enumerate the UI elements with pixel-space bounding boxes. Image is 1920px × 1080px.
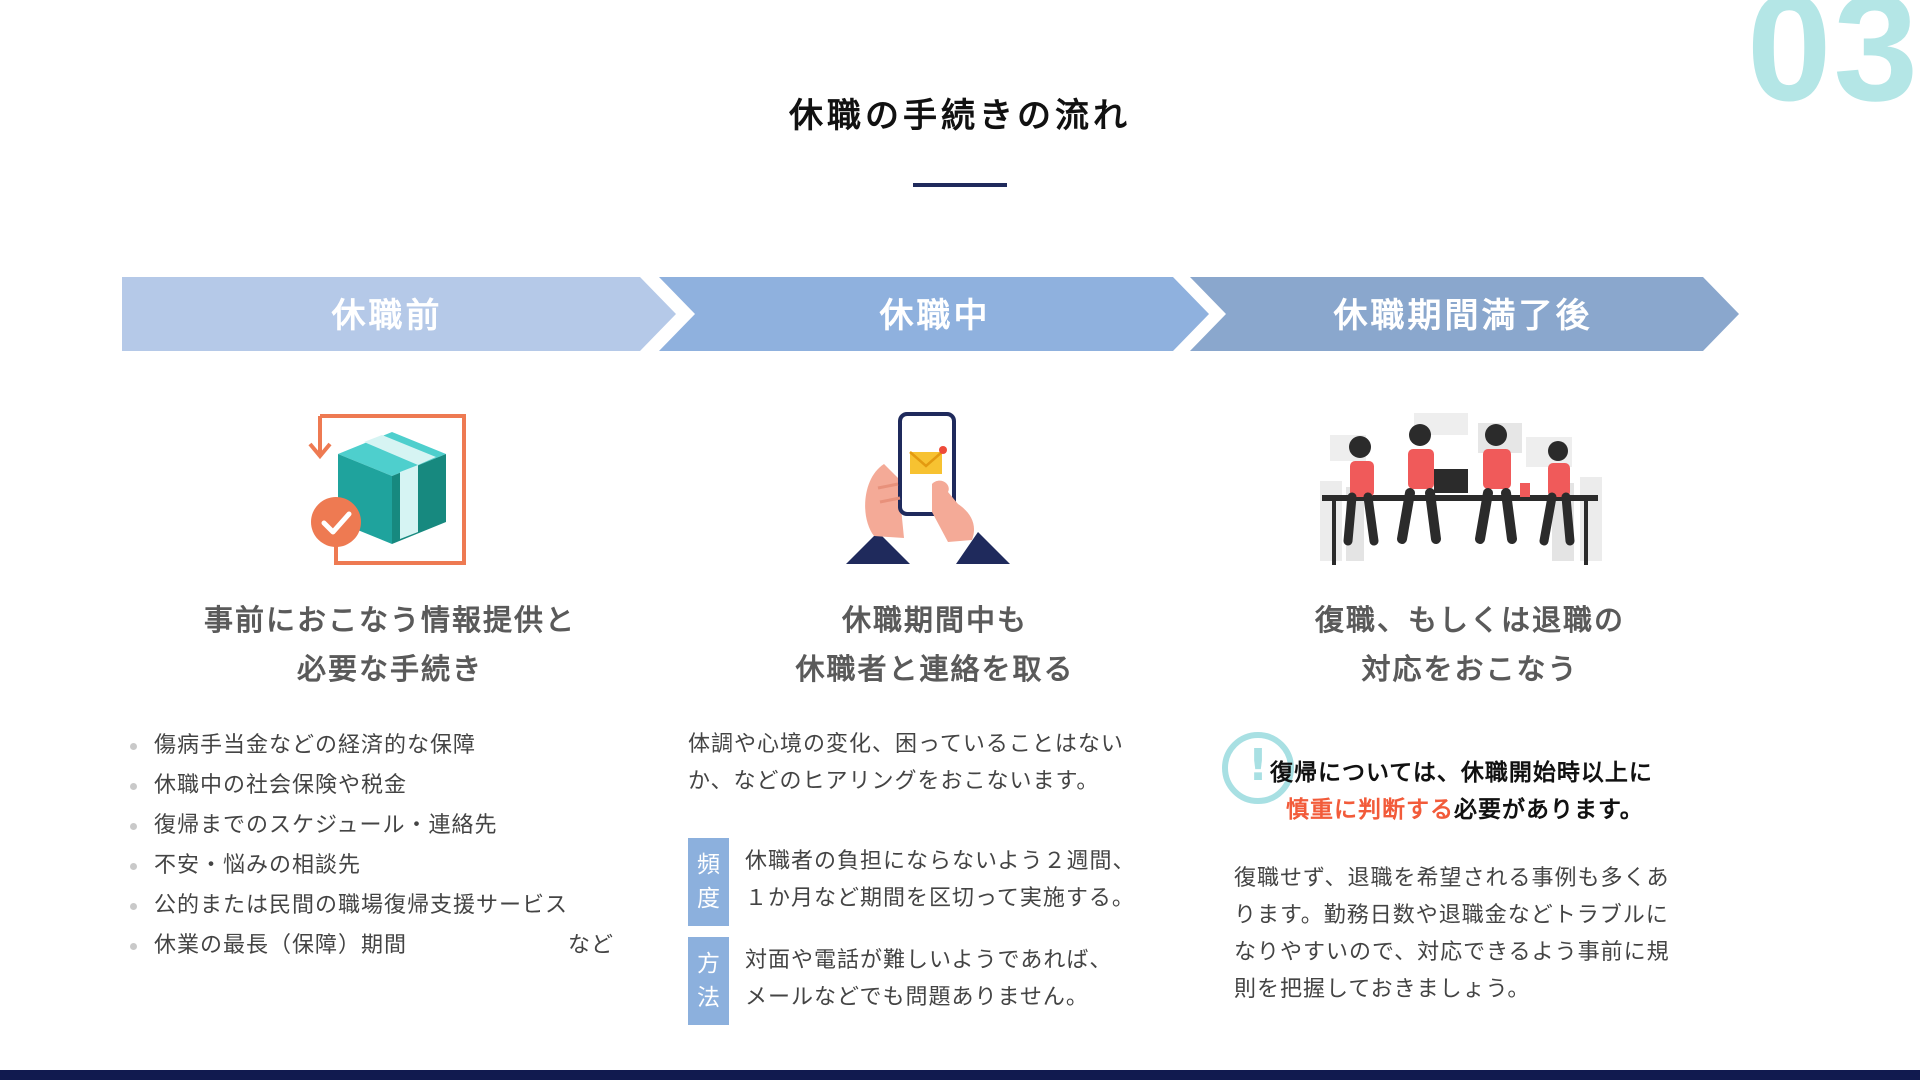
frequency-text: 休職者の負担にならないよう２週間、 １か月など期間を区切って実施する。: [745, 849, 1136, 911]
footer-bar: [0, 1070, 1920, 1080]
step-label-after: 休職期間満了後: [1333, 296, 1593, 336]
list-suffix: など: [568, 933, 615, 958]
page-number: 03: [1746, 0, 1920, 133]
package-check-icon: [308, 414, 466, 565]
heading-before-line1: 事前におこなう情報提供と: [203, 603, 576, 637]
during-intro: 体調や心境の変化、困っていることはない か、などのヒアリングをおこないます。: [688, 732, 1124, 794]
heading-before: 事前におこなう情報提供と 必要な手続き: [120, 596, 660, 694]
heading-during-line1: 休職期間中も: [841, 603, 1028, 637]
list-item: 公的または民間の職場復帰支援サービス: [130, 886, 568, 926]
list-item: 復帰までのスケジュール・連絡先: [130, 806, 568, 846]
after-body: 復職せず、退職を希望される事例も多くあ ります。勤務日数や退職金などトラブルに …: [1234, 866, 1670, 1002]
step-arrow-before: [122, 277, 676, 351]
exclamation-circle-icon: !: [1222, 732, 1294, 804]
process-steps: [122, 277, 1739, 351]
step-label-during: 休職中: [879, 296, 991, 336]
step-arrow-after: [1190, 277, 1739, 351]
caution-note: 復帰については、休職開始時以上に 慎重に判断する必要があります。: [1270, 760, 1653, 823]
list-item: 休業の最長（保障）期間など: [130, 926, 613, 966]
team-meeting-icon: [1320, 413, 1602, 565]
page-title: 休職の手続きの流れ: [789, 96, 1131, 136]
heading-after: 復職、もしくは退職の 対応をおこなう: [1210, 596, 1730, 694]
heading-after-line2: 対応をおこなう: [1361, 652, 1579, 686]
list-item: 傷病手当金などの経済的な保障: [130, 726, 568, 766]
heading-before-line2: 必要な手続き: [296, 652, 483, 686]
smartphone-mail-icon: [846, 412, 1010, 564]
before-checklist: 傷病手当金などの経済的な保障 休職中の社会保険や税金 復帰までのスケジュール・連…: [130, 726, 613, 966]
heading-during: 休職期間中も 休職者と連絡を取る: [680, 596, 1190, 694]
method-text: 対面や電話が難しいようであれば、 メールなどでも問題ありません。: [745, 948, 1113, 1010]
list-item: 休職中の社会保険や税金: [130, 766, 568, 806]
title-underline: [913, 183, 1007, 187]
tag-frequency: 頻 度: [688, 838, 729, 926]
caution-highlight: 慎重に判断する: [1286, 797, 1454, 823]
list-item: 不安・悩みの相談先: [130, 846, 568, 886]
tag-method: 方 法: [688, 937, 729, 1025]
step-label-before: 休職前: [331, 296, 443, 336]
heading-after-line1: 復職、もしくは退職の: [1314, 603, 1625, 637]
step-arrow-during: [659, 277, 1209, 351]
heading-during-line2: 休職者と連絡を取る: [795, 652, 1075, 686]
